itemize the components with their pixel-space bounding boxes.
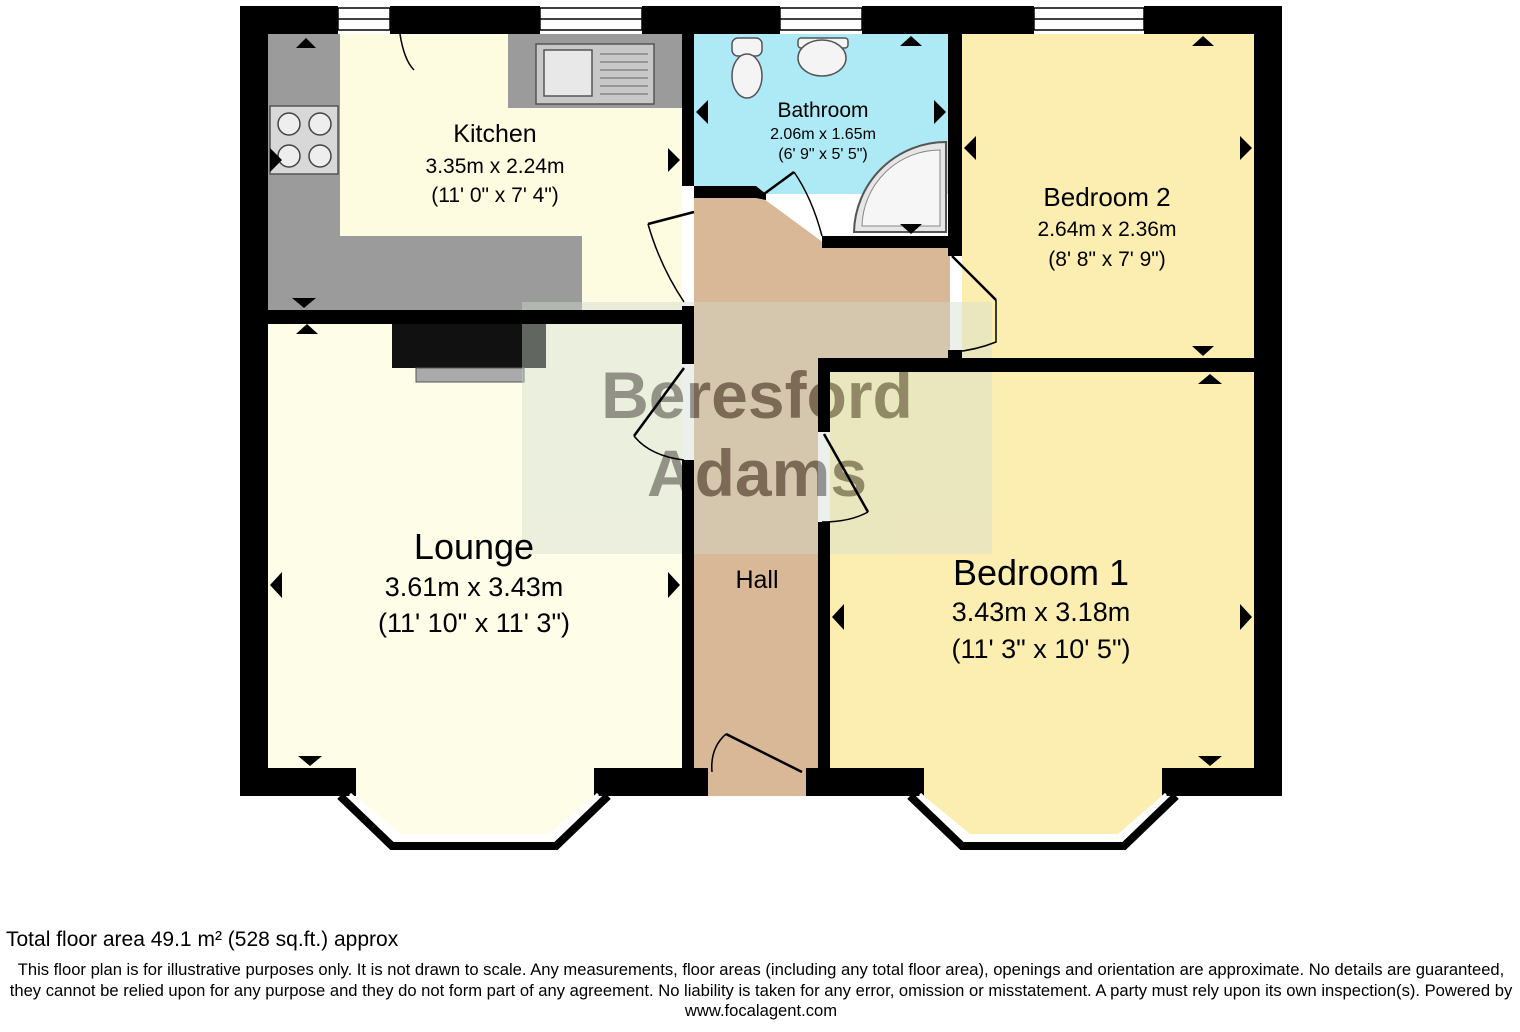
disclaimer: This floor plan is for illustrative purp…	[9, 960, 1513, 1020]
basin-icon	[797, 37, 849, 77]
bedroom2-name: Bedroom 2	[1043, 182, 1170, 212]
toilet-icon	[731, 37, 763, 99]
hall-floor	[694, 196, 950, 796]
watermark-line2: Adams	[647, 436, 867, 510]
lounge-floor	[266, 322, 682, 768]
lounge-bay-window	[337, 792, 611, 850]
walls	[240, 6, 1282, 796]
bedroom2-floor	[962, 34, 1254, 358]
dimension-arrows	[270, 36, 1252, 766]
floor-plan: Beresford Adams	[240, 6, 1282, 850]
hall-name: Hall	[735, 566, 778, 594]
kitchen-name: Kitchen	[453, 120, 536, 148]
drainer-lines	[600, 53, 648, 95]
kitchen-imperial: (11' 0" x 7' 4")	[431, 184, 559, 207]
doors	[399, 26, 997, 774]
bedroom1-bay-window	[907, 792, 1179, 850]
lounge-metric: 3.61m x 3.43m	[385, 572, 564, 602]
shower-tray-inner	[861, 149, 941, 227]
kitchen-worktop	[268, 34, 582, 310]
windows	[337, 7, 1145, 31]
kitchen-metric: 3.35m x 2.24m	[426, 155, 565, 178]
bedroom1-metric: 3.43m x 3.18m	[952, 597, 1131, 627]
bedroom2-metric: 2.64m x 2.36m	[1038, 218, 1177, 241]
lounge-imperial: (11' 10" x 11' 3")	[378, 608, 570, 638]
lounge-bay-floor	[356, 768, 594, 834]
bedroom1-bay-floor	[924, 768, 1162, 834]
bathroom-imperial: (6' 9" x 5' 5")	[778, 146, 868, 163]
bathroom-name: Bathroom	[777, 99, 868, 122]
lounge-name: Lounge	[414, 526, 534, 567]
bedroom1-floor	[830, 372, 1254, 768]
hob-rings	[277, 112, 332, 168]
total-floor-area: Total floor area 49.1 m² (528 sq.ft.) ap…	[6, 928, 399, 951]
bedroom1-imperial: (11' 3" x 10' 5")	[951, 634, 1130, 664]
hearth	[415, 367, 525, 383]
bedroom1-name: Bedroom 1	[953, 552, 1129, 593]
fireplace-breast	[392, 322, 546, 368]
bedroom2-imperial: (8' 8" x 7' 9")	[1048, 248, 1165, 271]
bathroom-metric: 2.06m x 1.65m	[770, 126, 876, 143]
sink-bowl	[543, 49, 593, 97]
watermark-logo: Beresford Adams	[522, 302, 992, 554]
